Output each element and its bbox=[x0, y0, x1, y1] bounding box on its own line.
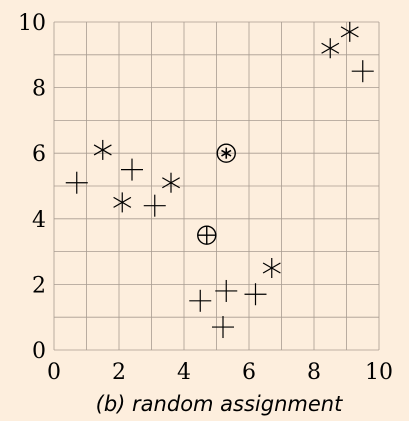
x-tick-label: 0 bbox=[47, 360, 61, 385]
y-tick-label: 4 bbox=[32, 208, 46, 233]
plus-point bbox=[244, 283, 267, 306]
asterisk-point bbox=[162, 172, 180, 193]
asterisk-point bbox=[321, 38, 340, 59]
plus-point bbox=[143, 194, 166, 217]
centroid-asterisk bbox=[216, 143, 236, 163]
x-tick-label: 2 bbox=[112, 360, 126, 385]
asterisk-point bbox=[113, 192, 132, 213]
plus-point bbox=[121, 158, 143, 181]
centroids bbox=[197, 143, 236, 245]
plus-point bbox=[65, 171, 88, 194]
plus-point bbox=[215, 279, 238, 302]
asterisk-point bbox=[340, 21, 359, 42]
y-tick-label: 6 bbox=[32, 142, 46, 167]
grid bbox=[53, 21, 380, 351]
asterisk-point bbox=[262, 258, 281, 278]
plus-point bbox=[212, 316, 234, 339]
x-tick-label: 6 bbox=[242, 360, 256, 385]
y-tick-label: 10 bbox=[18, 11, 46, 36]
x-tick-label: 4 bbox=[177, 360, 191, 385]
centroid-plus bbox=[197, 225, 217, 245]
x-tick-label: 10 bbox=[365, 360, 393, 385]
y-tick-label: 2 bbox=[32, 273, 46, 298]
y-tick-label: 0 bbox=[32, 339, 46, 364]
asterisk-point bbox=[93, 139, 112, 160]
chart-caption: (b) random assignment bbox=[96, 392, 343, 416]
tick-labels: 0 2 4 6 8 10 0 2 4 6 8 10 bbox=[18, 11, 393, 385]
plus-point bbox=[351, 60, 374, 83]
y-tick-label: 8 bbox=[32, 77, 46, 102]
plus-point bbox=[189, 289, 212, 312]
data-points bbox=[65, 21, 374, 339]
x-tick-label: 8 bbox=[307, 360, 321, 385]
